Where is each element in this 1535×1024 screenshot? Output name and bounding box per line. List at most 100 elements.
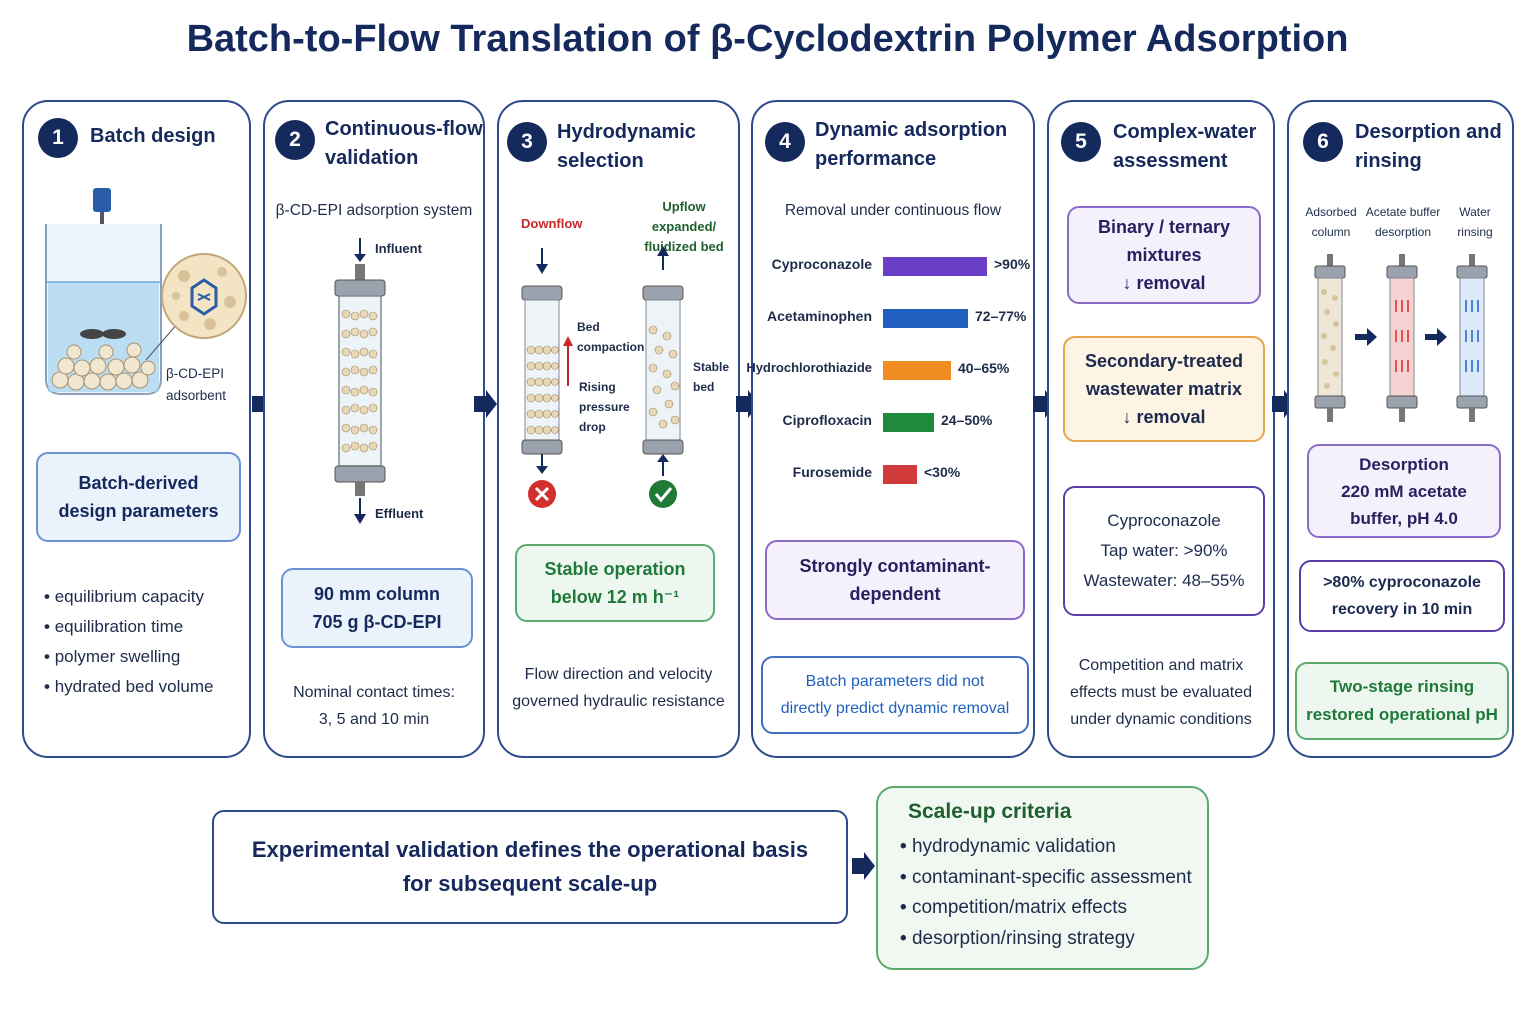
box-line: 705 g β-CD-EPI	[312, 612, 442, 632]
stable-bed-label: Stable bed	[693, 357, 729, 397]
list-item: hydrodynamic validation	[900, 832, 1192, 863]
panel-title: Dynamic adsorption	[815, 119, 1008, 141]
label-line: drop	[579, 420, 606, 434]
step-badge-3: 3	[507, 122, 547, 162]
box-line: Tap water: >90%	[1100, 541, 1228, 560]
bar	[883, 413, 934, 432]
step-badge-5: 5	[1061, 122, 1101, 162]
box-line: wastewater matrix	[1085, 379, 1243, 399]
bar	[883, 257, 987, 276]
flow-comparison-illustration	[521, 246, 684, 508]
box-line: >80% cyproconazole	[1323, 574, 1481, 591]
panel-title: assessment	[1113, 150, 1228, 172]
label-line: Acetate buffer	[1365, 205, 1441, 219]
acetate-desorption-label: Acetate buffer desorption	[1361, 202, 1445, 242]
step-badge-6: 6	[1303, 122, 1343, 162]
box-line: Batch-derived	[78, 473, 199, 493]
column-illustration	[334, 238, 386, 524]
statement-line: for subsequent scale-up	[402, 871, 658, 896]
flow-arrow-icon	[852, 852, 875, 880]
adsorbent-label-2: adsorbent	[166, 388, 227, 403]
box-line: below 12 m h⁻¹	[550, 587, 680, 607]
complex-water-footnote: Competition and matrix effects must be e…	[1049, 652, 1273, 733]
panel-complex-water: 5 Complex-water assessment Binary / tern…	[1047, 100, 1275, 758]
panel-title: validation	[325, 147, 419, 169]
label-line: desorption	[1374, 225, 1432, 239]
label-line: column	[1311, 225, 1351, 239]
box-line: ↓ removal	[1122, 273, 1206, 293]
label-line: compaction	[577, 340, 645, 354]
effluent-label: Effluent	[375, 506, 424, 521]
panel-title: performance	[815, 148, 937, 170]
bar	[883, 309, 968, 328]
box-line: Stable operation	[544, 559, 686, 579]
list-item: hydrated bed volume	[44, 672, 214, 702]
text-line: under dynamic conditions	[1070, 711, 1252, 728]
panel-continuous-flow: 2 Continuous-flow validation β-CD-EPI ad…	[263, 100, 485, 758]
box-line: Cyproconazole	[1107, 511, 1221, 530]
adsorbent-label-1: β-CD-EPI	[166, 366, 225, 381]
panel-dynamic-adsorption: 4 Dynamic adsorption performance Removal…	[746, 100, 1035, 758]
bar-category-label: Ciprofloxacin	[782, 412, 872, 428]
box-line: Desorption	[1359, 454, 1449, 474]
label-line: Bed	[577, 320, 600, 334]
bar	[883, 361, 951, 380]
panel-batch-design: 1 Batch design β-CD-EPI adsorbent Batch-…	[22, 100, 251, 758]
list-item: equilibrium capacity	[44, 582, 213, 612]
influent-label: Influent	[375, 241, 422, 256]
column-spec-box: 90 mm column 705 g β-CD-EPI	[281, 568, 473, 648]
statement-line: Experimental validation defines the oper…	[251, 837, 809, 862]
bar-value-label: 40–65%	[958, 360, 1010, 376]
label-line: Adsorbed	[1305, 205, 1357, 219]
water-rinsing-label: Water rinsing	[1445, 202, 1505, 242]
panel-title: Continuous-flow	[325, 118, 483, 140]
panel-title: Hydrodynamic	[557, 121, 696, 143]
chart-title: Removal under continuous flow	[784, 202, 1002, 219]
text-line: Competition and matrix	[1078, 657, 1244, 674]
panel-hydrodynamic: 3 Hydrodynamic selection Downflow Upflow…	[497, 100, 740, 758]
panel-title: selection	[557, 150, 644, 172]
cyproconazole-result-box: Cyproconazole Tap water: >90% Wastewater…	[1063, 486, 1265, 616]
label-line: expanded/	[651, 219, 717, 234]
panel-title: Batch design	[90, 125, 216, 147]
adsorbed-column-label: Adsorbed column	[1299, 202, 1363, 242]
batch-parameter-list: equilibrium capacity equilibration time …	[44, 582, 214, 702]
wastewater-box: Secondary-treated wastewater matrix ↓ re…	[1063, 336, 1265, 442]
desorption-box: Desorption 220 mM acetate buffer, pH 4.0	[1307, 444, 1501, 538]
box-line: Binary / ternary	[1097, 217, 1231, 237]
label-line: Rising	[579, 380, 616, 394]
box-line: buffer, pH 4.0	[1350, 508, 1458, 528]
bar-category-label: Furosemide	[792, 464, 872, 480]
downflow-label: Downflow	[521, 216, 583, 231]
label-line: Stable	[693, 360, 730, 374]
hydro-footnote: Flow direction and velocity	[524, 666, 713, 683]
bar-category-label: Hydrochlorothiazide	[746, 360, 872, 375]
mixtures-box: Binary / ternary mixtures ↓ removal	[1067, 206, 1261, 304]
list-item: desorption/rinsing strategy	[900, 924, 1192, 955]
bar-category-label: Acetaminophen	[766, 308, 872, 324]
text-line: effects must be evaluated	[1069, 684, 1253, 701]
box-line: 220 mM acetate	[1341, 481, 1467, 501]
box-line: Batch parameters did not	[805, 673, 985, 690]
batch-prediction-note: Batch parameters did not directly predic…	[761, 656, 1029, 734]
recovery-box: >80% cyproconazole recovery in 10 min	[1299, 560, 1505, 632]
label-line: Water	[1459, 205, 1491, 219]
box-line: dependent	[849, 584, 941, 604]
stable-operation-box: Stable operation below 12 m h⁻¹	[515, 544, 715, 622]
label-line: rinsing	[1457, 225, 1493, 239]
list-item: competition/matrix effects	[900, 893, 1192, 924]
box-line: directly predict dynamic removal	[780, 700, 1010, 717]
bar-category-label: Cyproconazole	[771, 256, 872, 272]
bar	[883, 465, 917, 484]
page-title: Batch-to-Flow Translation of β-Cyclodext…	[186, 18, 1349, 60]
box-line: Secondary-treated	[1084, 351, 1244, 371]
panel-title: rinsing	[1355, 150, 1422, 172]
box-line: restored operational pH	[1306, 705, 1498, 724]
system-label: β-CD-EPI adsorption system	[275, 202, 473, 219]
rising-pressure-label: Rising pressure drop	[579, 377, 630, 437]
box-line: Two-stage rinsing	[1329, 677, 1475, 696]
step-badge-4: 4	[765, 122, 805, 162]
bar-value-label: <30%	[924, 464, 961, 480]
box-line: Wastewater: 48–55%	[1083, 571, 1245, 590]
bar-value-label: >90%	[994, 256, 1031, 272]
